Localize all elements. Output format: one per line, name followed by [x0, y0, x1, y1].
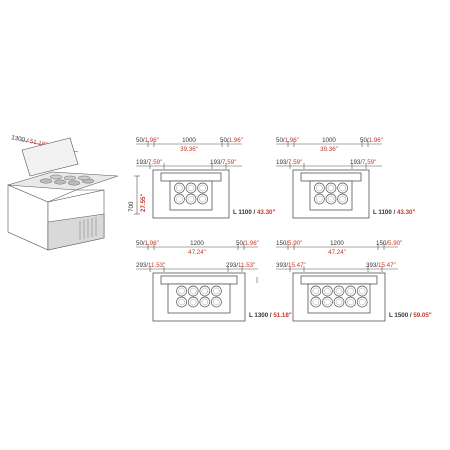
top-mid-dim-in: 39.36"	[180, 146, 198, 153]
plan-views: 50/1.96" 1000 39.36" 50/1.96" 193/7.59" 193/7…	[136, 137, 432, 322]
side-left-dim: 193/7.59"	[136, 159, 162, 166]
length-label: L 1300 / 51.18"	[249, 312, 292, 319]
plan-view-4: 150/5.90" 1200 47.24" 150/5.90" 393/15.47" 39…	[276, 240, 432, 322]
ice-cream-cup	[322, 296, 333, 308]
side-left-dim: 293/11.53"	[136, 262, 165, 269]
top-mid-dim-mm: 1200	[330, 240, 344, 247]
top-left-dim: 150/5.90"	[276, 240, 302, 247]
counter-shelf	[160, 275, 238, 285]
side-right-dim: 193/7.59"	[350, 159, 376, 166]
vent-grille	[79, 217, 97, 240]
side-left-dim: 193/7.59"	[276, 159, 302, 166]
top-right-dim: 50/1.96"	[360, 137, 383, 144]
ice-cream-cup	[333, 296, 345, 308]
ice-cream-cup	[176, 296, 187, 308]
ice-cream-cup	[337, 193, 348, 205]
length-label: L 1100 / 43.30"	[373, 209, 415, 216]
plan-view-2: 50/1.96" 1000 39.36" 50/1.96" 193/7.59" 193/7…	[276, 137, 415, 219]
top-mid-dim-mm: 1000	[182, 137, 196, 144]
height-dimension: 700 27.55"	[128, 175, 147, 215]
ice-cream-cup	[185, 182, 197, 194]
perspective-dim-label: 1300 / 51.18"	[11, 134, 48, 148]
ice-cream-cup	[345, 285, 356, 297]
length-label: L 1100 / 43.30"	[233, 209, 275, 216]
ice-cream-cup	[356, 296, 368, 308]
top-left-dim: 50/1.96"	[136, 240, 159, 247]
ice-cream-cup	[314, 182, 325, 194]
top-mid-dim-mm: 1000	[322, 137, 336, 144]
length-label: L 1500 / 59.05"	[389, 312, 432, 319]
height-label: 700	[128, 201, 135, 212]
ice-cream-cup	[345, 296, 356, 308]
top-left-dim: 50/1.96"	[136, 137, 159, 144]
top-mid-dim-mm: 1200	[190, 240, 204, 247]
ice-cream-cup	[197, 193, 208, 205]
ice-cream-cup	[187, 296, 199, 308]
ice-cream-cup	[185, 193, 197, 205]
counter-shelf	[160, 172, 222, 182]
ice-cream-cup	[174, 193, 185, 205]
ice-cream-cup	[314, 193, 325, 205]
ice-cream-cup	[211, 285, 222, 297]
ice-cream-cup	[187, 285, 199, 297]
ice-cream-cup	[174, 182, 185, 194]
perspective-cups	[39, 174, 95, 186]
plan-view-1: 50/1.96" 1000 39.36" 50/1.96" 193/7.59" 193/7…	[136, 137, 275, 219]
top-mid-dim-in: 47.24"	[188, 249, 206, 256]
motor-compartment	[47, 213, 105, 251]
counter-shelf	[300, 172, 362, 182]
side-right-dim: 293/11.53"	[226, 262, 255, 269]
ice-cream-cup	[337, 182, 348, 194]
ice-cream-cup	[199, 285, 211, 297]
height-label-inches: 27.55"	[140, 194, 147, 212]
perspective-view: 1300 / 51.18"	[7, 134, 119, 251]
ice-cream-cup	[211, 296, 222, 308]
top-right-dim: 50/1.96"	[236, 240, 259, 247]
ice-cream-cup	[310, 296, 322, 308]
ice-cream-cup	[310, 285, 322, 297]
counter-shelf	[300, 275, 378, 285]
top-right-dim: 150/5.90"	[376, 240, 402, 247]
ice-cream-cup	[356, 285, 368, 297]
top-right-dim: 50/1.96"	[220, 137, 243, 144]
ice-cream-cup	[199, 296, 211, 308]
ice-cream-cup	[325, 193, 337, 205]
side-right-dim: 393/15.47"	[366, 262, 396, 269]
side-left-dim: 393/15.47"	[276, 262, 306, 269]
side-right-dim: 193/7.59"	[210, 159, 236, 166]
cabinet-left-face	[7, 184, 49, 251]
ice-cream-cup	[197, 182, 208, 194]
top-left-dim: 50/1.96"	[276, 137, 299, 144]
top-mid-dim-in: 39.36"	[320, 146, 338, 153]
ice-cream-cup	[325, 182, 337, 194]
ice-cream-cup	[333, 285, 345, 297]
ice-cream-cup	[322, 285, 333, 297]
top-mid-dim-in: 47.24"	[328, 249, 346, 256]
ice-cream-cup	[176, 285, 187, 297]
plan-view-3: 50/1.96" 1200 47.24" 50/1.96" 293/11.53" 293/…	[136, 240, 292, 322]
glass-panel	[21, 137, 79, 177]
